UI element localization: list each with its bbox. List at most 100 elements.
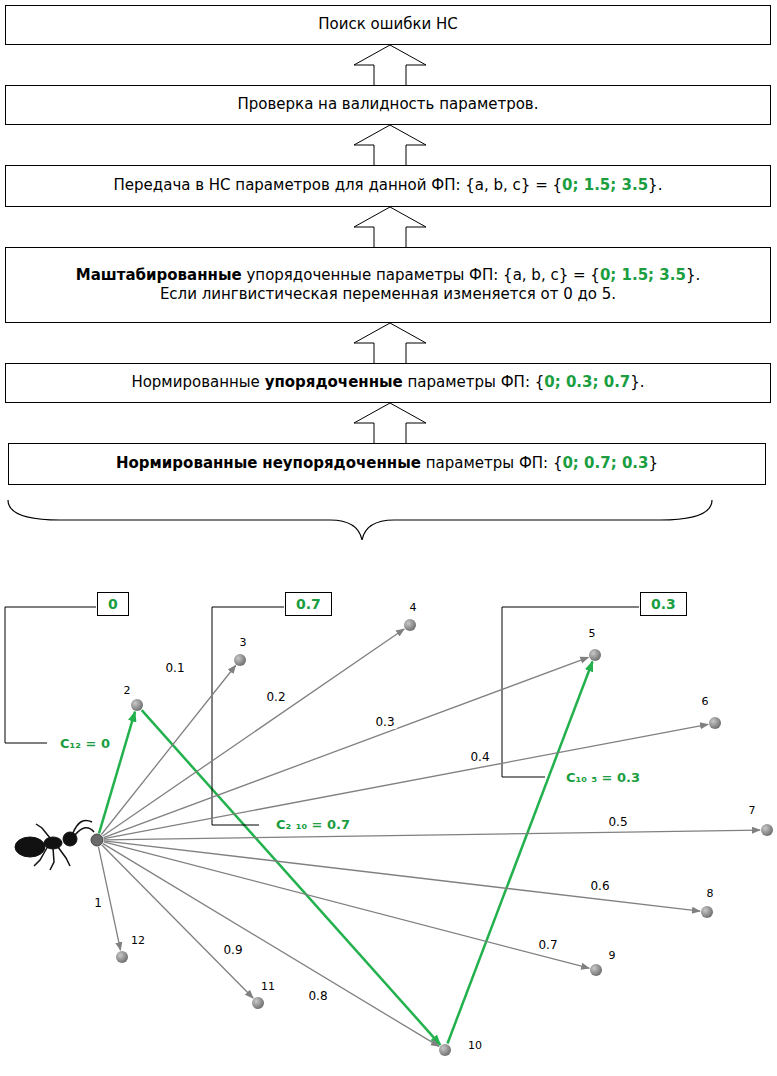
graph-vertex: 4: [404, 619, 416, 631]
block-arrow: [354, 403, 426, 443]
value-box: 0: [97, 592, 129, 616]
vertex-number: 8: [707, 887, 714, 900]
weight-label: 0.7: [536, 938, 559, 952]
block-arrow: [354, 125, 426, 165]
box-text: Маштабированные упорядоченные параметры …: [76, 266, 700, 286]
path-arrow: [142, 710, 441, 1045]
text-run: параметры ФП: {: [403, 373, 544, 391]
box-text: Поиск ошибки НС: [318, 15, 458, 35]
text-run: }: [648, 454, 658, 472]
weight-label: 0.6: [588, 879, 611, 893]
text-run: параметры ФП: {: [421, 454, 562, 472]
text-run: }.: [648, 176, 662, 194]
weight-label: 0.4: [468, 750, 491, 764]
graph-vertex: 10: [439, 1044, 451, 1056]
ray-arrow: [103, 629, 404, 836]
weight-label: 0.9: [221, 943, 244, 957]
graph-vertex: 6: [709, 717, 721, 729]
process-box: Передача в НС параметров для данной ФП: …: [5, 165, 771, 207]
weight-label: 0.5: [606, 815, 629, 829]
path-arrow: [448, 662, 593, 1044]
ray-arrow: [104, 657, 589, 837]
vertex-number: 3: [240, 636, 247, 649]
vertex-number: 9: [609, 949, 616, 962]
process-box: Нормированные неупорядоченные параметры …: [8, 443, 766, 485]
block-arrow: [354, 323, 426, 363]
value-text: 0: [108, 596, 118, 612]
text-run: 0; 0.3; 0.7: [544, 373, 630, 391]
box-text: Передача в НС параметров для данной ФП: …: [114, 176, 663, 196]
graph-vertex: 7: [761, 824, 773, 836]
ray-arrow: [104, 842, 589, 968]
graph-vertex: 3: [234, 654, 246, 666]
weight-label: 0.3: [373, 715, 396, 729]
vertex-number: 4: [410, 601, 417, 614]
path-cost-label: C₁₂ = 0: [58, 736, 112, 751]
value-text: 0.7: [296, 596, 321, 612]
vertex-number: 2: [124, 684, 131, 697]
leader-bracket: [212, 607, 284, 825]
ray-group: [99, 629, 761, 1046]
text-run: упорядоченные параметры ФП: {a, b, c} = …: [242, 266, 600, 284]
graph-vertex: 9: [590, 964, 602, 976]
graph-vertex: 5: [589, 649, 601, 661]
text-run: 0; 1.5; 3.5: [562, 176, 648, 194]
ant-figure: [15, 820, 94, 870]
text-run: Передача в НС параметров для данной ФП: …: [114, 176, 562, 194]
graph-vertex: 2: [131, 699, 143, 711]
block-arrow: [354, 45, 426, 85]
value-text: 0.3: [651, 596, 676, 612]
process-box: Маштабированные упорядоченные параметры …: [5, 247, 771, 323]
ant-leg: [36, 824, 50, 838]
vertex-number: 11: [261, 980, 275, 993]
start-node: [91, 834, 103, 846]
vertex-number: 10: [468, 1039, 482, 1052]
vertex-number: 12: [131, 934, 145, 947]
box-text: Если лингвистическая переменная изменяет…: [160, 285, 616, 305]
graph-vertex: 12: [116, 951, 128, 963]
weight-label: 0.2: [264, 690, 287, 704]
ray-arrow: [104, 830, 760, 840]
edge-cost-label: C₂ ₁₀ = 0.7: [274, 817, 352, 832]
value-box: 0.3: [640, 592, 687, 616]
graph-vertex: 8: [701, 906, 713, 918]
edge-cost-label: C₁₀ ₅ = 0.3: [564, 770, 642, 785]
text-run: Маштабированные: [76, 266, 242, 284]
weight-label: 0.8: [306, 989, 329, 1003]
graph-vertex: 11: [252, 997, 264, 1009]
ant-leg: [50, 848, 54, 870]
weight-label: 0.1: [163, 661, 186, 675]
vertex-number: 6: [702, 695, 709, 708]
process-box: Нормированные упорядоченные параметры ФП…: [5, 363, 771, 403]
ray-arrow: [102, 845, 253, 998]
box-text: Нормированные упорядоченные параметры ФП…: [131, 373, 644, 393]
process-box: Поиск ошибки НС: [5, 5, 771, 45]
value-box: 0.7: [285, 592, 332, 616]
ant-antenna: [73, 820, 92, 833]
ant-leg: [34, 846, 48, 866]
curly-brace: [8, 500, 712, 540]
box-text: Нормированные неупорядоченные параметры …: [116, 454, 658, 474]
vertex-number: 5: [589, 627, 596, 640]
text-run: упорядоченные: [265, 373, 403, 391]
text-run: Нормированные: [131, 373, 264, 391]
box-text: Проверка на валидность параметров.: [238, 95, 539, 115]
weight-label: 1: [92, 896, 104, 910]
text-run: }.: [686, 266, 700, 284]
text-run: неупорядоченные: [262, 454, 421, 472]
ant-antenna: [75, 828, 94, 835]
block-arrow: [354, 207, 426, 247]
text-run: Нормированные: [116, 454, 258, 472]
ant-leg: [58, 847, 70, 866]
leader-bracket: [502, 607, 639, 777]
ray-arrow: [103, 844, 439, 1047]
text-run: [257, 454, 262, 472]
ray-arrow: [101, 666, 235, 835]
leader-bracket: [5, 607, 96, 743]
ray-arrow: [104, 724, 708, 838]
ant-abdomen: [15, 837, 45, 857]
text-run: 0; 1.5; 3.5: [600, 266, 686, 284]
